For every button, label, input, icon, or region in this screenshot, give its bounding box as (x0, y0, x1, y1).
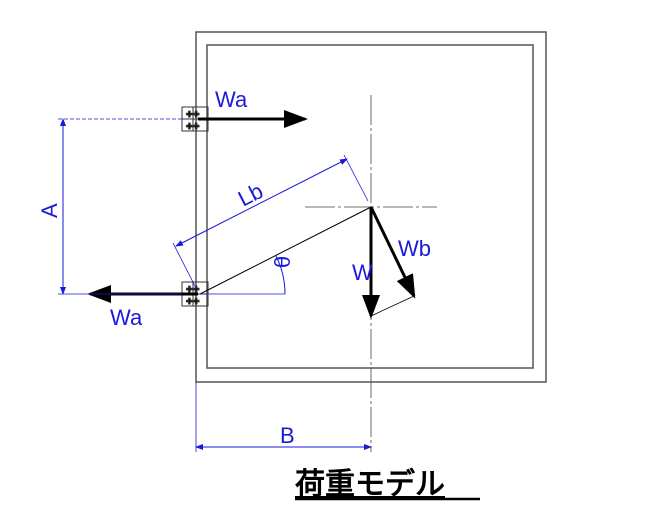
inner-frame (206, 44, 534, 369)
theta-label: θ (270, 256, 295, 268)
wb-label: Wb (398, 236, 431, 261)
b-label: B (280, 423, 295, 448)
wa-top-label: Wa (215, 87, 248, 112)
svg-text:✚✚: ✚✚ (186, 285, 200, 294)
hinge-top: ✚✚ ✚✚ (181, 106, 209, 132)
lb-line (199, 206, 372, 295)
w-label: W (352, 260, 373, 285)
svg-text:✚✚: ✚✚ (186, 110, 200, 119)
lb-label: Lb (234, 178, 267, 211)
lb-extension-2 (343, 154, 369, 202)
a-label: A (37, 203, 62, 218)
diagram-title: 荷重モデル (295, 467, 445, 502)
wa-bottom-label: Wa (110, 305, 143, 330)
force-component-line (370, 295, 415, 317)
svg-text:✚✚: ✚✚ (186, 297, 200, 306)
theta-arc (275, 255, 286, 295)
lb-extension-1 (172, 242, 197, 289)
wb-arrow (369, 206, 416, 299)
svg-text:✚✚: ✚✚ (186, 122, 200, 131)
lb-dimension-line (175, 158, 348, 247)
